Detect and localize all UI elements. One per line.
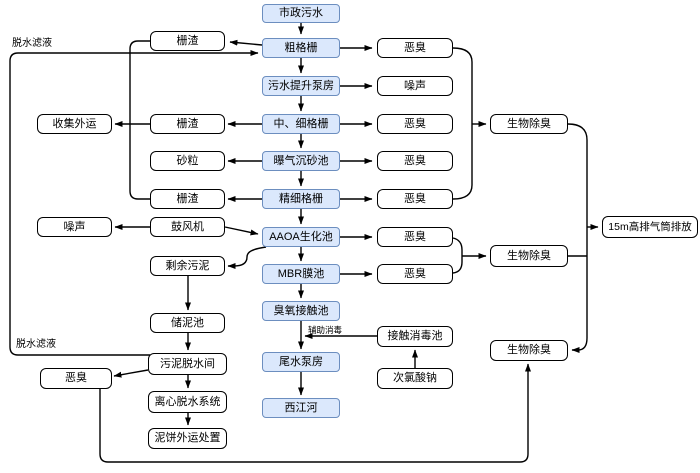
node-odor-5: 恶臭 (377, 227, 453, 247)
node-centrifugal-dewatering-system: 离心脱水系统 (148, 391, 227, 413)
node-municipal-sewage: 市政污水 (262, 4, 340, 23)
node-excess-sludge: 剩余污泥 (150, 256, 225, 276)
node-odor-2: 恶臭 (377, 114, 453, 134)
node-odor-bottom: 恶臭 (40, 368, 112, 389)
node-sludge-cake-disposal: 泥饼外运处置 (148, 428, 227, 449)
node-odor-6: 恶臭 (377, 264, 453, 284)
node-bio-deodorization-2: 生物除臭 (490, 245, 568, 267)
node-noise-left: 噪声 (37, 217, 112, 237)
node-aerated-grit-chamber: 曝气沉砂池 (262, 151, 340, 171)
node-grit: 砂粒 (150, 151, 225, 171)
node-sludge-dewatering-room: 污泥脱水间 (148, 353, 227, 375)
node-sodium-hypochlorite: 次氯酸钠 (377, 368, 453, 389)
node-bio-deodorization-3: 生物除臭 (490, 340, 568, 361)
node-screenings-3: 栅渣 (150, 189, 225, 209)
node-sewage-lift-pump-station: 污水提升泵房 (262, 76, 340, 96)
node-sludge-storage-tank: 储泥池 (150, 313, 225, 333)
node-coarse-screen: 粗格栅 (262, 38, 340, 58)
node-collect-transport: 收集外运 (37, 114, 112, 134)
node-odor-1: 恶臭 (377, 38, 453, 58)
node-screenings-1: 栅渣 (150, 31, 225, 51)
edge-label-dewatering-filtrate-bottom: 脱水滤液 (16, 339, 56, 350)
node-effluent-pump-station: 尾水泵房 (262, 352, 340, 372)
node-odor-4: 恶臭 (377, 189, 453, 209)
node-contact-disinfection-tank: 接触消毒池 (377, 326, 453, 347)
edge-label-aux-disinfection: 辅助消毒 (308, 325, 343, 335)
node-screenings-2: 栅渣 (150, 114, 225, 134)
node-exhaust-stack: 15m高排气筒排放 (602, 216, 698, 238)
node-ozone-contact-tank: 臭氧接触池 (262, 301, 340, 321)
node-odor-3: 恶臭 (377, 151, 453, 171)
node-noise-right: 噪声 (377, 76, 453, 96)
node-fine-screen: 精细格栅 (262, 189, 340, 209)
node-xijiang-river: 西江河 (262, 398, 340, 418)
node-mbr-membrane-tank: MBR膜池 (262, 264, 340, 284)
node-medium-fine-screen: 中、细格栅 (262, 114, 340, 134)
edge-label-dewatering-filtrate-top: 脱水滤液 (12, 38, 52, 49)
node-aaoa-bio-tank: AAOA生化池 (262, 227, 340, 247)
node-bio-deodorization-1: 生物除臭 (490, 114, 568, 134)
node-blower: 鼓风机 (150, 217, 225, 237)
